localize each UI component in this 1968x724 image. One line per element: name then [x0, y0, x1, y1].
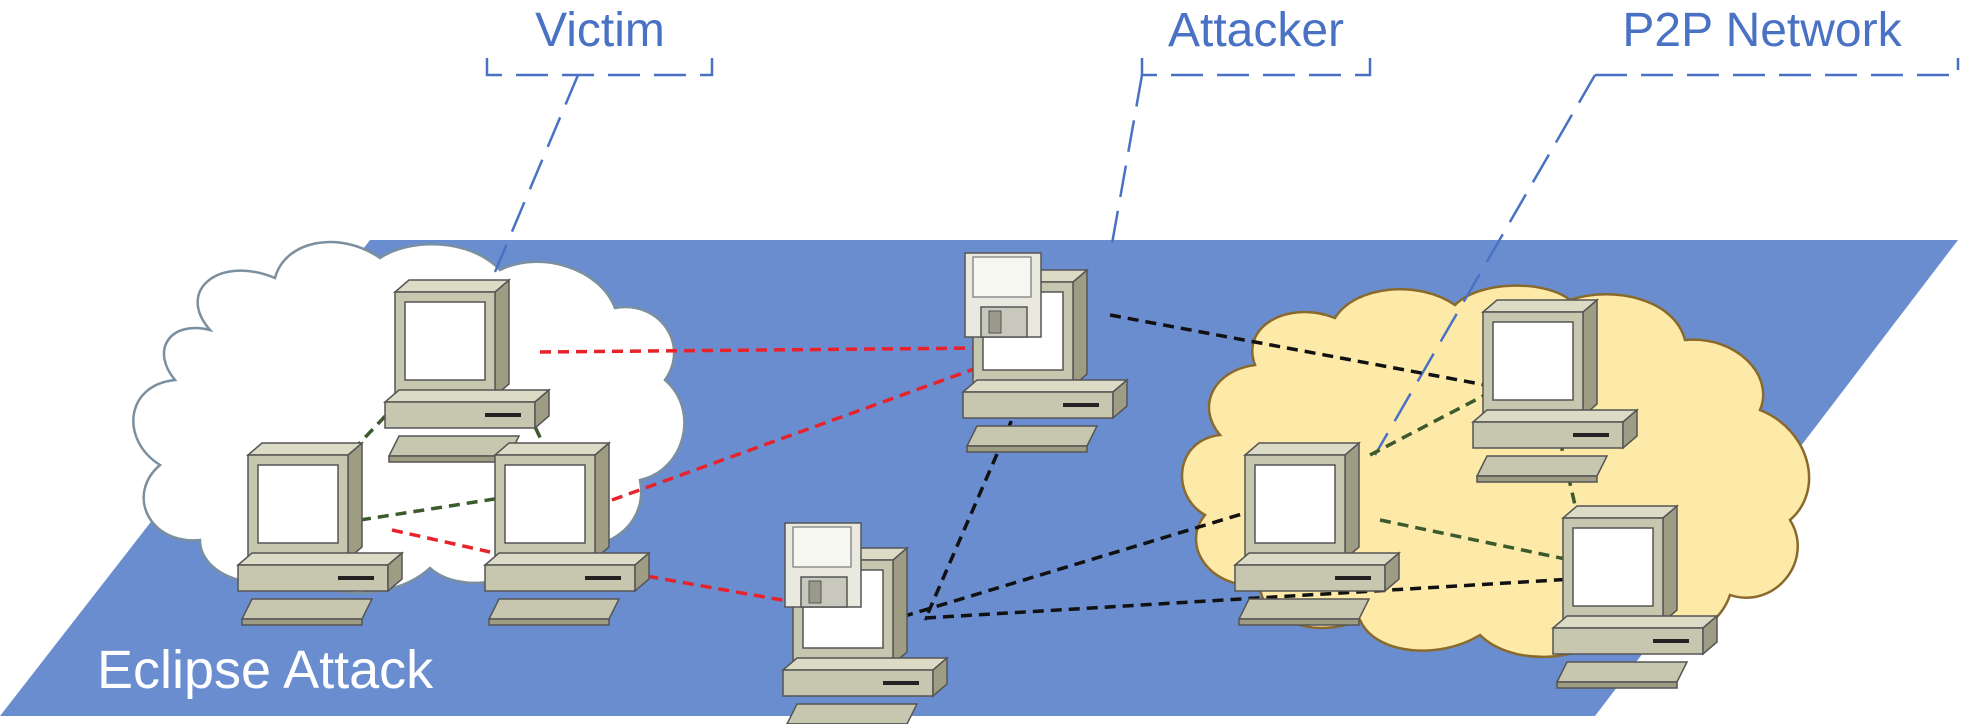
attacker-victim-links [391, 346, 986, 607]
attacker-callout [1140, 58, 1372, 77]
attacker-network-links [884, 313, 1641, 624]
victim-label: Victim [535, 4, 665, 57]
p2p-internal-links [1369, 393, 1577, 562]
floppy-disk-icon [784, 522, 862, 608]
p2p-callout [1595, 58, 1960, 77]
p2p-network-label: P2P Network [1622, 4, 1902, 57]
attacker-label: Attacker [1168, 4, 1344, 57]
floppy-disk-icon [964, 252, 1042, 338]
callout-lines [485, 58, 1960, 456]
diagram-title: Eclipse Attack [97, 640, 434, 700]
victim-callout [485, 58, 714, 77]
